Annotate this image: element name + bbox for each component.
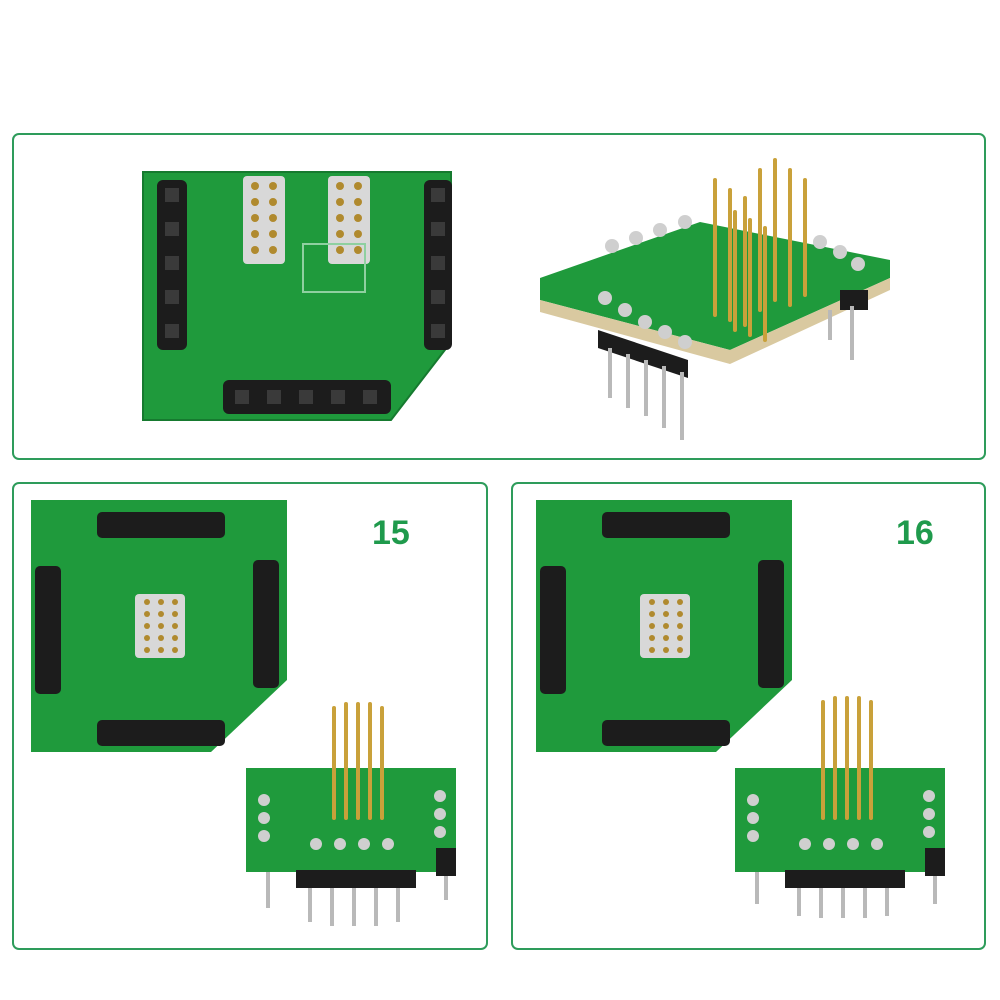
pogo-pin-adapter-image [246, 702, 456, 926]
model-number-label: 15 [372, 514, 410, 552]
model-number-label: 16 [896, 514, 934, 552]
pogo-pin-adapter-image [735, 696, 945, 918]
pcb-board-image [536, 500, 792, 752]
pogo-pin-adapter-image [540, 158, 890, 440]
pcb-board-image [142, 171, 452, 421]
pcb-board-image [31, 500, 287, 752]
